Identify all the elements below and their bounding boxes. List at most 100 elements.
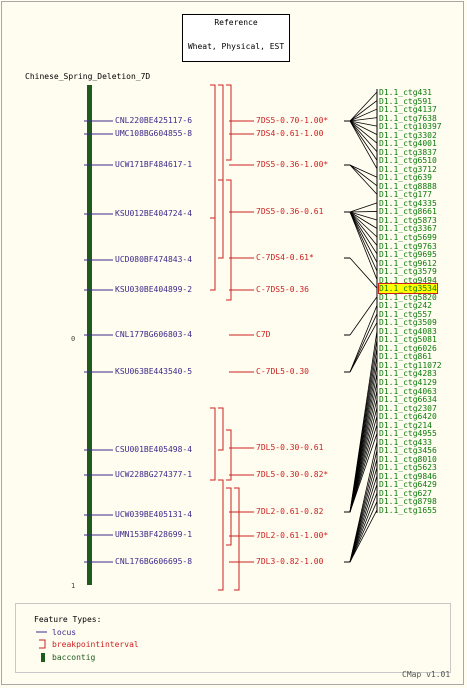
contig-label[interactable]: D1.1_ctg9763 [379,241,437,251]
locus-label[interactable]: KSU012BE404724-4 [115,209,193,218]
contig-label[interactable]: D1.1_ctg3837 [379,147,437,157]
correspondence-line-6 [349,120,378,144]
correspondence-line-5 [349,120,378,136]
contig-label[interactable]: D1.1_ctg1655 [379,505,437,515]
contig-label[interactable]: D1.1_ctg242 [379,301,432,311]
contig-label[interactable]: D1.1_ctg214 [379,420,432,430]
contig-label[interactable]: D1.1_ctg6634 [379,395,437,405]
contig-label[interactable]: D1.1_ctg8661 [379,207,437,217]
scale-bottom-label: 1 [71,582,76,590]
contig-label[interactable]: D1.1_ctg8888 [379,181,437,191]
correspondence-line-38 [349,416,378,513]
locus-label[interactable]: UCW228BG274377-1 [115,470,193,479]
contig-label[interactable]: D1.1_ctg431 [379,88,432,97]
breakpoint-label[interactable]: 7DL2-0.61-0.82 [256,507,324,516]
breakpoint-bracket-7 [218,407,224,451]
contig-label[interactable]: D1.1_ctg5820 [379,292,437,302]
correspondence-line-23 [349,257,378,289]
contig-label[interactable]: D1.1_ctg3579 [379,267,437,277]
contig-label[interactable]: D1.1_ctg591 [379,96,432,106]
correspondence-line-16 [349,211,378,229]
contig-label[interactable]: D1.1_ctg3302 [379,130,437,140]
breakpoint-label[interactable]: 7DS5-0.70-1.00* [256,116,329,125]
contig-label[interactable]: D1.1_ctg639 [379,173,432,183]
breakpoint-bracket-11 [234,487,240,591]
contig-label[interactable]: D1.1_ctg4001 [379,139,437,149]
locus-label[interactable]: CSU001BE405498-4 [115,445,193,454]
contig-label[interactable]: D1.1_ctg557 [379,309,432,319]
contig-label[interactable]: D1.1_ctg5081 [379,335,437,345]
locus-label[interactable]: UMN153BF428699-1 [115,530,193,539]
contig-label[interactable]: D1.1_ctg4955 [379,429,437,439]
contig-label[interactable]: D1.1_ctg3712 [379,164,437,174]
contig-label[interactable]: D1.1_ctg4063 [379,386,437,396]
correspondence-line-40 [349,433,378,513]
correspondence-line-48 [349,501,378,563]
correspondence-line-25 [349,305,378,373]
contig-label[interactable]: D1.1_ctg7638 [379,113,437,123]
breakpoint-label[interactable]: C7D [256,330,271,339]
locus-label[interactable]: CNL220BE425117-6 [115,116,193,125]
locus-label[interactable]: UMC108BG604855-8 [115,129,193,138]
breakpoint-label[interactable]: 7DS4-0.61-1.00 [256,129,324,138]
contig-label[interactable]: D1.1_ctg433 [379,437,432,447]
contig-label[interactable]: D1.1_ctg861 [379,352,432,362]
breakpoint-bracket-5 [226,179,232,301]
contig-label[interactable]: D1.1_ctg3456 [379,446,437,456]
correspondence-line-24 [349,296,378,336]
locus-label[interactable]: CNL176BG606695-8 [115,557,193,566]
contig-label[interactable]: D1.1_ctg2307 [379,403,437,413]
contig-label[interactable]: D1.1_ctg6429 [379,480,437,490]
breakpoint-label[interactable]: C-7DS5-0.36 [256,285,309,294]
contig-label[interactable]: D1.1_ctg6420 [379,412,437,422]
contig-label[interactable]: D1.1_ctg5873 [379,215,437,225]
contig-label[interactable]: D1.1_ctg3367 [379,224,437,234]
locus-label[interactable]: KSU063BE443540-5 [115,367,193,376]
contig-label[interactable]: D1.1_ctg9494 [379,275,437,285]
locus-label[interactable]: KSU030BE404899-2 [115,285,193,294]
contig-label[interactable]: D1.1_ctg5623 [379,463,437,473]
breakpoint-label[interactable]: 7DS5-0.36-0.61 [256,207,324,216]
locus-label[interactable]: UCD080BF474843-4 [115,255,193,264]
locus-label[interactable]: UCW039BE405131-4 [115,510,193,519]
contig-label[interactable]: D1.1_ctg6026 [379,343,437,353]
contig-label[interactable]: D1.1_ctg8798 [379,497,437,507]
correspondence-line-19 [349,211,378,255]
legend-breakpointinterval: breakpointinterval [52,640,139,649]
contig-label[interactable]: D1.1_ctg8010 [379,454,437,464]
correspondence-line-17 [349,211,378,238]
contig-label[interactable]: D1.1_ctg4335 [379,198,437,208]
scale-top-label: 0 [71,335,76,343]
breakpoint-label[interactable]: C-7DS4-0.61* [256,253,314,262]
contig-label[interactable]: D1.1_ctg3509 [379,318,437,328]
breakpoint-label[interactable]: 7DL5-0.30-0.82* [256,470,329,479]
contig-label[interactable]: D1.1_ctg5699 [379,233,437,242]
breakpoint-label[interactable]: 7DL3-0.82-1.00 [256,557,324,566]
contig-label[interactable]: D1.1_ctg9846 [379,471,437,481]
contig-label[interactable]: D1.1_ctg627 [379,488,432,498]
contig-label[interactable]: D1.1_ctg4129 [379,378,437,388]
locus-label[interactable]: UCW171BF484617-1 [115,160,193,169]
correspondence-line-2 [349,108,378,122]
contig-label[interactable]: D1.1_ctg4283 [379,369,437,379]
contig-label[interactable]: D1.1_ctg11072 [379,360,442,370]
breakpoint-label[interactable]: 7DL5-0.30-0.61 [256,443,324,452]
breakpoint-label[interactable]: 7DS5-0.36-1.00* [256,160,329,169]
contig-label[interactable]: D1.1_ctg4083 [379,326,437,336]
contig-label[interactable]: D1.1_ctg10397 [379,122,442,132]
breakpoint-label[interactable]: 7DL2-0.61-1.00* [256,531,329,540]
contig-label[interactable]: D1.1_ctg9612 [379,258,437,268]
contig-label-highlighted[interactable]: D1.1_ctg3534 [378,283,438,295]
contig-label[interactable]: D1.1_ctg6510 [379,156,437,166]
map-title[interactable]: Chinese_Spring_Deletion_7D [25,72,151,81]
contig-label[interactable]: D1.1_ctg4137 [379,105,437,115]
locus-label[interactable]: CNL177BG606803-4 [115,330,193,339]
breakpoint-label[interactable]: C-7DL5-0.30 [256,367,309,376]
contig-label[interactable]: D1.1_ctg177 [379,190,432,200]
contig-label[interactable]: D1.1_ctg9695 [379,250,437,260]
correspondence-line-26 [349,313,378,373]
breakpoint-bracket-6 [210,407,216,481]
breakpoint-bracket-1 [218,84,224,181]
